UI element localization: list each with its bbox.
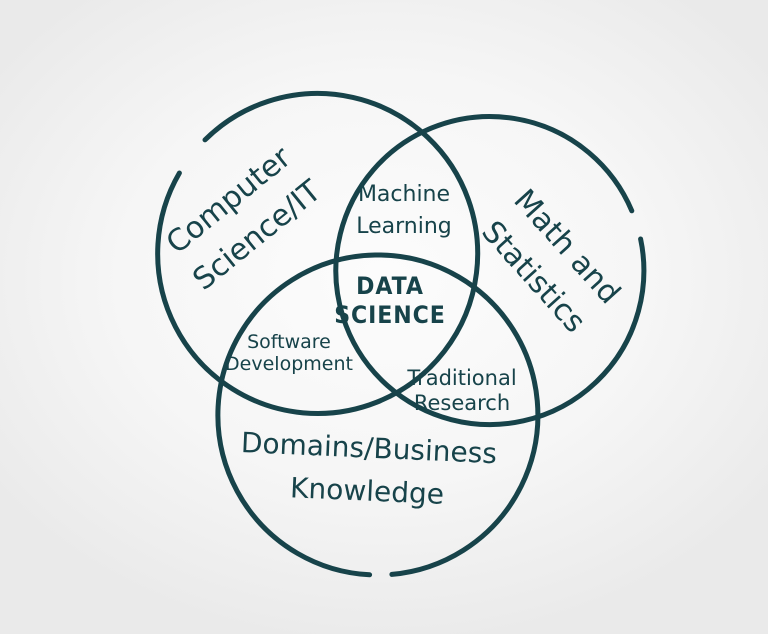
machine-learning-label-line1: Machine — [357, 182, 451, 208]
domains-business-label: Domains/Business Knowledge — [238, 421, 498, 519]
data-science-center-label-line1: DATA — [356, 272, 424, 301]
machine-learning-label-line2: Learning — [356, 214, 452, 239]
traditional-research-label-line2: Research — [413, 391, 511, 415]
software-development-label: Software Development — [225, 331, 353, 376]
data-science-center-label: DATA SCIENCE — [334, 272, 446, 330]
math-statistics-circle — [333, 114, 647, 427]
traditional-research-label-line1: Traditional — [407, 365, 517, 390]
domains-business-circle — [215, 252, 541, 578]
traditional-research-label: Traditional Research — [407, 366, 516, 416]
software-development-label-line2: Development — [225, 353, 353, 375]
computer-science-circle — [155, 90, 481, 416]
data-science-center-label-line2: SCIENCE — [334, 301, 446, 329]
machine-learning-label: Machine Learning — [356, 179, 452, 243]
software-development-label-line1: Software — [247, 331, 331, 354]
